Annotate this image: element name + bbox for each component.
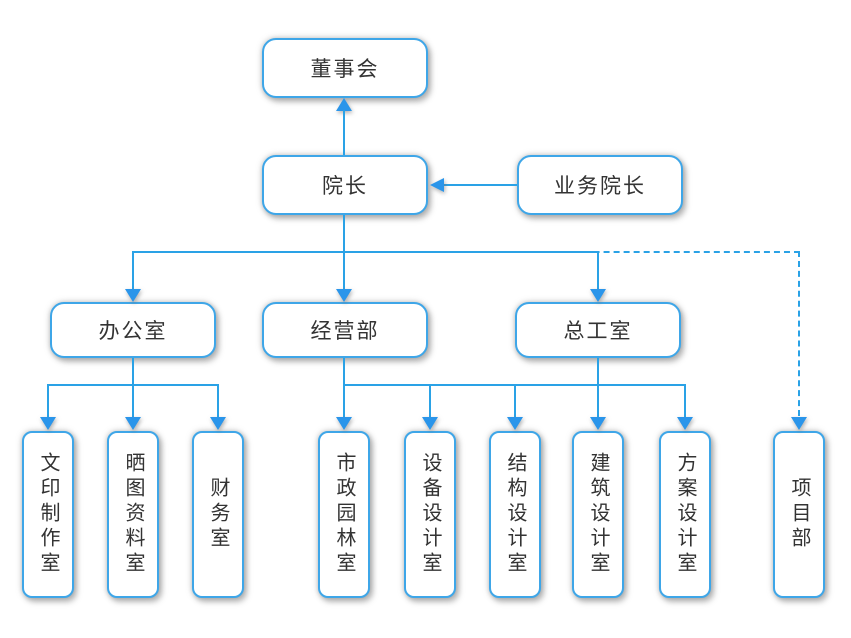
node-project-dept-label: 项目部 xyxy=(788,477,810,552)
node-office-label: 办公室 xyxy=(98,320,168,343)
arrow-up-to-board-icon xyxy=(336,98,352,111)
arrow-down-scheme-icon xyxy=(677,417,693,430)
node-architecture-design-room-label: 建筑设计室 xyxy=(587,452,609,577)
connector-chief-down xyxy=(597,358,599,385)
node-blueprint-room-label: 晒图资料室 xyxy=(122,452,144,577)
node-architecture-design-room[interactable]: 建筑设计室 xyxy=(572,431,624,598)
node-operations-label: 经营部 xyxy=(310,320,380,343)
node-chief-engineer-label: 总工室 xyxy=(563,320,633,343)
node-printing-room-label: 文印制作室 xyxy=(37,452,59,577)
connector-dean-down xyxy=(343,215,345,253)
connector-dashed-project xyxy=(798,251,800,416)
arrow-down-blueprint-icon xyxy=(125,417,141,430)
node-dean-label: 院长 xyxy=(322,175,368,198)
node-finance-room[interactable]: 财务室 xyxy=(192,431,244,598)
arrow-down-operations-icon xyxy=(336,289,352,302)
connector-design-bus xyxy=(343,384,686,386)
connector-drop-finance xyxy=(217,386,219,417)
connector-drop-operations xyxy=(343,253,345,290)
arrow-down-printing-icon xyxy=(40,417,56,430)
connector-drop-scheme xyxy=(684,386,686,417)
arrow-down-equipment-icon xyxy=(422,417,438,430)
node-structure-design-room-label: 结构设计室 xyxy=(504,452,526,577)
arrow-down-structure-icon xyxy=(507,417,523,430)
arrow-down-municipal-icon xyxy=(336,417,352,430)
node-business-dean[interactable]: 业务院长 xyxy=(517,155,683,215)
node-board-label: 董事会 xyxy=(310,58,380,81)
arrow-down-chief-icon xyxy=(590,289,606,302)
connector-drop-printing xyxy=(47,386,49,417)
node-business-dean-label: 业务院长 xyxy=(554,175,646,198)
node-equipment-design-room[interactable]: 设备设计室 xyxy=(404,431,456,598)
connector-drop-blueprint xyxy=(132,386,134,417)
connector-drop-chief xyxy=(597,253,599,290)
connector-office-down xyxy=(132,358,134,385)
arrow-down-project-icon xyxy=(791,417,807,430)
connector-office-bus xyxy=(47,384,219,386)
arrow-left-to-dean-icon xyxy=(430,178,444,192)
node-finance-room-label: 财务室 xyxy=(207,477,229,552)
arrow-down-office-icon xyxy=(125,289,141,302)
node-printing-room[interactable]: 文印制作室 xyxy=(22,431,74,598)
node-project-dept[interactable]: 项目部 xyxy=(773,431,825,598)
node-office[interactable]: 办公室 xyxy=(50,302,216,358)
connector-operations-down xyxy=(343,358,345,385)
connector-drop-office xyxy=(132,253,134,290)
node-board[interactable]: 董事会 xyxy=(262,38,428,98)
node-equipment-design-room-label: 设备设计室 xyxy=(419,452,441,577)
connector-drop-structure xyxy=(514,386,516,417)
connector-businessdean-dean xyxy=(443,184,517,186)
node-chief-engineer[interactable]: 总工室 xyxy=(515,302,681,358)
node-scheme-design-room[interactable]: 方案设计室 xyxy=(659,431,711,598)
connector-drop-architecture xyxy=(597,386,599,417)
arrow-down-architecture-icon xyxy=(590,417,606,430)
connector-dashed-bus xyxy=(343,251,800,253)
node-operations[interactable]: 经营部 xyxy=(262,302,428,358)
node-dean[interactable]: 院长 xyxy=(262,155,428,215)
connector-drop-equipment xyxy=(429,386,431,417)
node-blueprint-room[interactable]: 晒图资料室 xyxy=(107,431,159,598)
node-scheme-design-room-label: 方案设计室 xyxy=(674,452,696,577)
node-structure-design-room[interactable]: 结构设计室 xyxy=(489,431,541,598)
node-municipal-garden-room-label: 市政园林室 xyxy=(333,452,355,577)
node-municipal-garden-room[interactable]: 市政园林室 xyxy=(318,431,370,598)
arrow-down-finance-icon xyxy=(210,417,226,430)
connector-drop-municipal xyxy=(343,386,345,417)
connector-dean-board xyxy=(343,110,345,155)
